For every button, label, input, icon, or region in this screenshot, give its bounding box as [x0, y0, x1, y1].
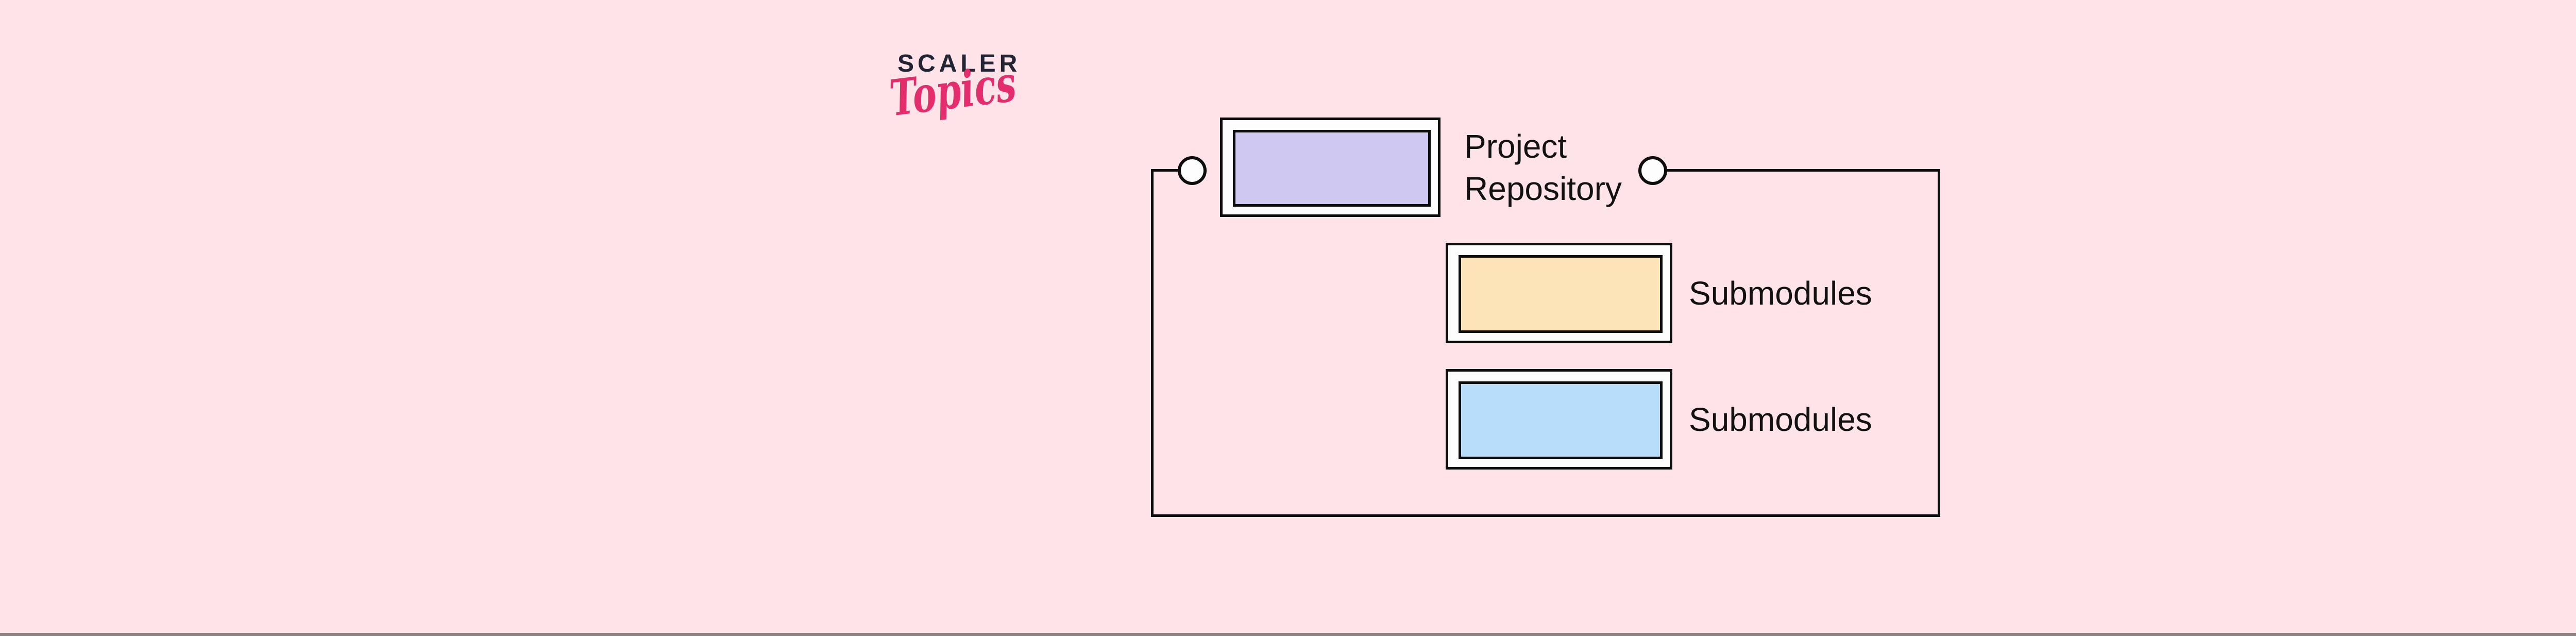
connector-bottom-horizontal — [1151, 514, 1940, 517]
connector-left-vertical — [1151, 169, 1154, 517]
node-submodules-1: Submodules — [1446, 243, 1872, 343]
scaler-topics-logo: SCALER Topics — [887, 50, 1063, 128]
submodules-2-label: Submodules — [1689, 400, 1872, 438]
connector-endpoint-circle-right — [1638, 156, 1667, 185]
submodules-1-frame — [1446, 243, 1672, 343]
node-project-repository: Project Repository — [1220, 118, 1650, 217]
project-repository-inner-box — [1233, 130, 1431, 207]
bottom-edge-strip — [0, 633, 2576, 636]
project-repository-label: Project Repository — [1464, 127, 1622, 207]
logo-script-text: Topics — [886, 54, 1020, 128]
submodules-2-inner-box — [1459, 381, 1663, 459]
node-submodules-2: Submodules — [1446, 369, 1872, 470]
submodules-1-label: Submodules — [1689, 274, 1872, 312]
submodules-1-inner-box — [1459, 255, 1663, 333]
submodules-2-frame — [1446, 369, 1672, 470]
logo-brand-text: SCALER — [897, 50, 1021, 77]
connector-endpoint-circle-left — [1178, 156, 1207, 185]
connector-top-right-horizontal — [1666, 169, 1940, 172]
connector-right-vertical — [1938, 169, 1940, 517]
project-repository-frame — [1220, 118, 1440, 217]
connector-stub-left — [1151, 169, 1179, 172]
